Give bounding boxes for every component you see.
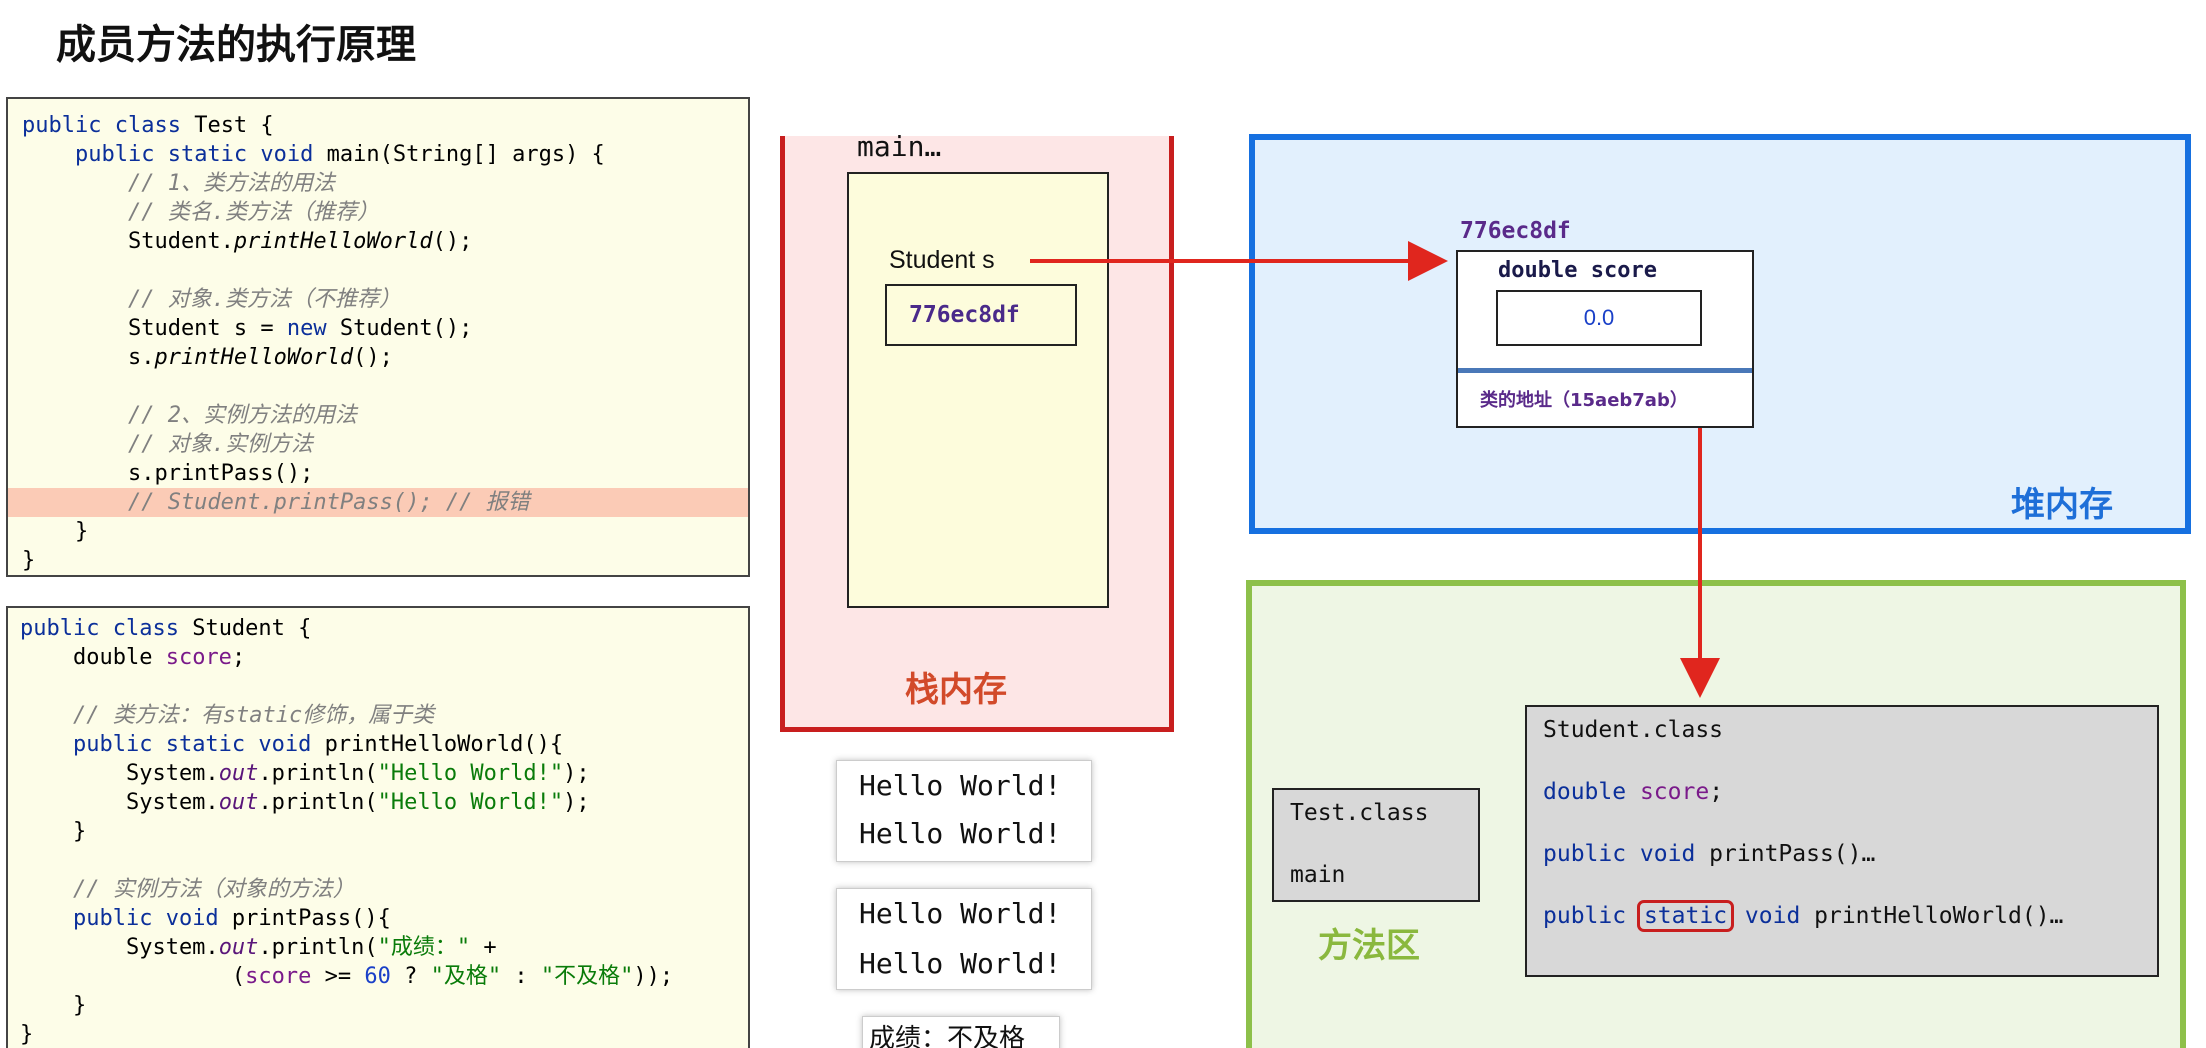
variable-label: Student s [889,246,995,274]
code-line: // 类方法：有static修饰，属于类 [20,703,435,728]
code-line: // 类名.类方法（推荐） [22,200,379,225]
student-code-panel: public class Student { double score; // … [6,606,750,1048]
code-line: Student s = new Student(); [22,316,473,341]
code-line [8,672,748,701]
code-line: public class Student { [20,616,312,641]
page-title: 成员方法的执行原理 [56,22,416,68]
code-line: } [20,1022,34,1047]
student-class-name: Student.class [1543,717,1724,743]
code-line: s.printPass(); [22,461,314,486]
object-address: 776ec8df [1460,218,1571,244]
student-class-field: double score; [1543,779,1724,805]
code-line: public static void main(String[] args) { [74,142,605,167]
code-line: System.out.println("Hello World!"); [20,790,590,815]
code-line: // 对象.实例方法 [22,432,313,457]
output-line: Hello World! [859,769,1062,802]
code-line: System.out.println("成绩：" + [20,935,497,960]
highlighted-code-line: // Student.printPass(); // 报错 [8,488,748,517]
output-line: Hello World! [859,897,1062,930]
console-output-result: 成绩：不及格 [862,1016,1060,1048]
code-line: Student.printHelloWorld(); [22,229,473,254]
code-line: } [20,993,87,1018]
object-field-value: 0.0 [1496,290,1702,346]
code-line [8,256,748,285]
code-line: System.out.println("Hello World!"); [20,761,590,786]
student-class-box: Student.class double score; public void … [1525,705,2159,977]
output-line: Hello World! [859,817,1062,850]
code-line: // 对象.类方法（不推荐） [22,287,401,312]
code-line: // 1、类方法的用法 [22,171,335,196]
code-line: (score >= 60 ? "及格" : "不及格")); [20,964,674,989]
code-line: } [20,819,87,844]
object-field-name: double score [1498,258,1657,283]
console-output-2: Hello World! Hello World! [836,888,1092,990]
static-keyword-highlight: static [1636,900,1735,932]
code-line: public class Test { [22,113,274,138]
heap-label: 堆内存 [2011,485,2113,525]
code-line [8,372,748,401]
code-line: public static void printHelloWorld(){ [72,732,564,757]
output-line: Hello World! [859,947,1062,980]
student-class-method-pass: public void printPass()… [1543,841,1876,867]
class-address: 类的地址（15aeb7ab） [1480,390,1688,411]
method-area-label: 方法区 [1318,926,1420,966]
code-line: s.printHelloWorld(); [22,345,393,370]
code-line: public void printPass(){ [72,906,391,931]
code-line: } [22,548,36,573]
stack-frame-title: main… [857,130,942,163]
stack-label: 栈内存 [905,670,1007,710]
stack-memory: main… Student s 776ec8df 栈内存 [780,130,1174,732]
test-class-box: Test.class main [1272,788,1480,902]
code-line: } [22,519,89,544]
main-stack-frame: Student s 776ec8df [847,172,1109,608]
object-divider [1458,368,1752,373]
test-class-name: Test.class [1290,800,1429,826]
student-object: double score 0.0 类的地址（15aeb7ab） [1456,250,1754,428]
code-line: // 2、实例方法的用法 [22,403,357,428]
code-line: // 实例方法（对象的方法） [20,877,355,902]
console-output-1: Hello World! Hello World! [836,760,1092,862]
test-code-panel: public class Test { public static void m… [6,97,750,577]
code-line [8,846,748,875]
student-class-method-hello: public static void printHelloWorld()… [1543,900,2063,932]
test-class-method: main [1290,862,1346,888]
code-line: double score; [20,645,246,670]
variable-value: 776ec8df [885,284,1077,346]
